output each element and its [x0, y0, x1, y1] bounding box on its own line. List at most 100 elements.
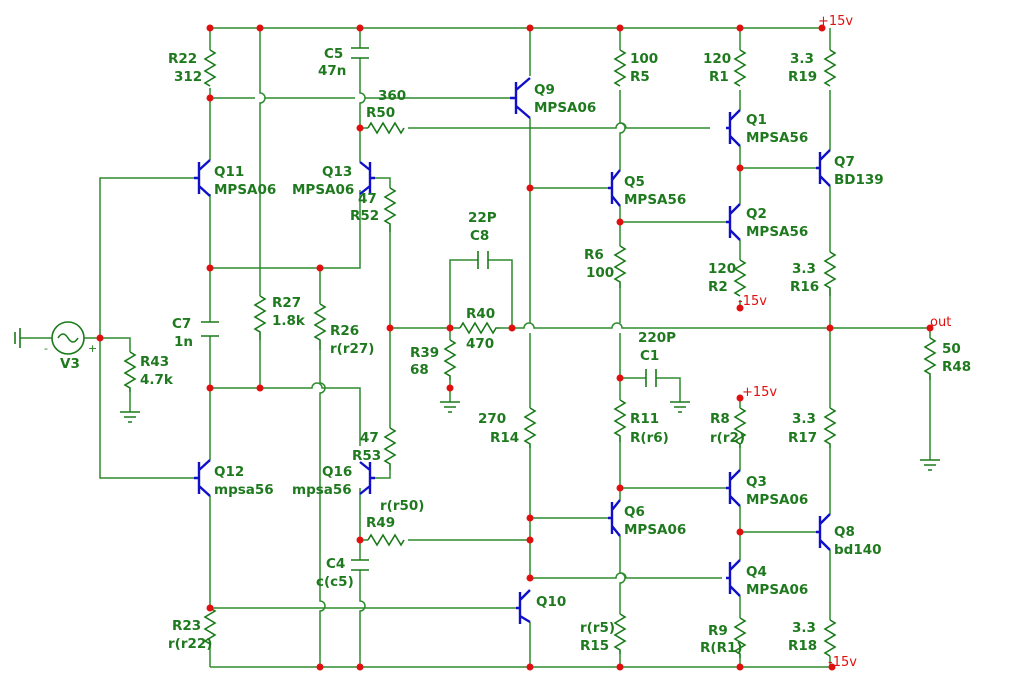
r9-ref: R9 — [708, 623, 728, 639]
v3-ref: V3 — [60, 356, 80, 372]
q6-ref: Q6 — [624, 504, 645, 520]
transistor-q16 — [359, 461, 375, 495]
r22-ref: R22 — [168, 51, 197, 67]
r27-value: 1.8k — [272, 313, 306, 329]
source-minus: - — [44, 342, 48, 355]
c7-value: 1n — [174, 334, 193, 350]
r40-ref: R40 — [466, 306, 495, 322]
q6-part: MPSA06 — [624, 522, 686, 538]
c4-value: c(c5) — [316, 574, 354, 590]
resistor-r48 — [923, 337, 937, 380]
c8-value: 22P — [468, 210, 497, 226]
q11-part: MPSA06 — [214, 182, 276, 198]
output-label: out — [930, 315, 951, 330]
resistor-r6 — [613, 245, 627, 288]
transistor-q6 — [608, 499, 621, 537]
r8-ref: R8 — [710, 411, 730, 427]
ground-symbol — [920, 459, 940, 471]
r18-ref: R18 — [788, 638, 817, 654]
r15-value: r(r5) — [580, 620, 615, 636]
transistor-q8 — [816, 513, 831, 551]
resistor-r1 — [733, 49, 747, 87]
q1-ref: Q1 — [746, 112, 767, 128]
r1-value: 120 — [703, 51, 731, 67]
r50-ref: R50 — [366, 105, 395, 121]
resistor-r50 — [367, 121, 405, 135]
r16-value: 3.3 — [792, 261, 816, 277]
capacitor-c7 — [201, 321, 219, 337]
resistor-r14 — [523, 407, 537, 448]
c4-ref: C4 — [326, 556, 345, 572]
resistor-r39 — [443, 339, 457, 380]
junction-dots — [96, 24, 934, 671]
transistors — [194, 77, 831, 624]
transistor-q12 — [194, 459, 211, 497]
q13-ref: Q13 — [322, 164, 352, 180]
resistor-r52 — [383, 187, 397, 232]
resistor-r17 — [823, 407, 837, 448]
resistor-r27 — [253, 295, 267, 340]
transistor-q2 — [726, 203, 741, 241]
r14-value: 270 — [478, 411, 506, 427]
component-labels: R22 312 100 R5 120 R1 3.3 R19 360 R50 47… — [60, 46, 971, 656]
transistor-q9 — [510, 77, 531, 119]
q13-part: MPSA06 — [292, 182, 354, 198]
rail-label-pos-top: +15v — [818, 14, 853, 29]
q16-ref: Q16 — [322, 464, 352, 480]
capacitors — [201, 47, 657, 571]
resistor-r43 — [123, 351, 137, 392]
r5-value: 100 — [630, 51, 658, 67]
r23-value: r(r22) — [168, 636, 212, 652]
q5-part: MPSA56 — [624, 192, 686, 208]
r2-value: 120 — [708, 261, 736, 277]
r19-ref: R19 — [788, 69, 817, 85]
r2-ref: R2 — [708, 279, 728, 295]
resistor-r18 — [823, 619, 837, 657]
q8-ref: Q8 — [834, 524, 855, 540]
r19-value: 3.3 — [790, 51, 814, 67]
r43-value: 4.7k — [140, 372, 174, 388]
r52-value: 47 — [358, 191, 377, 207]
c5-ref: C5 — [324, 46, 343, 62]
r17-ref: R17 — [788, 430, 817, 446]
r6-value: 100 — [586, 265, 614, 281]
q2-ref: Q2 — [746, 206, 767, 222]
r9-value: R(R1) — [700, 640, 743, 656]
r39-value: 68 — [410, 362, 429, 378]
r26-ref: R26 — [330, 323, 359, 339]
c1-ref: C1 — [640, 348, 659, 364]
q4-part: MPSA06 — [746, 582, 808, 598]
resistor-r2 — [733, 259, 747, 297]
q12-ref: Q12 — [214, 464, 244, 480]
resistor-r16 — [823, 251, 837, 296]
q7-ref: Q7 — [834, 154, 855, 170]
ground-symbol — [440, 401, 460, 413]
r18-value: 3.3 — [792, 620, 816, 636]
resistor-r22 — [203, 49, 217, 87]
c1-value: 220P — [638, 330, 676, 346]
q4-ref: Q4 — [746, 564, 767, 580]
wires — [20, 27, 931, 668]
capacitor-c1 — [645, 369, 657, 387]
r52-ref: R52 — [350, 208, 379, 224]
r48-value: 50 — [942, 341, 961, 357]
r8-value: r(r2) — [710, 430, 745, 446]
q3-ref: Q3 — [746, 474, 767, 490]
q9-ref: Q9 — [534, 82, 555, 98]
transistor-q3 — [726, 469, 741, 507]
transistor-q5 — [608, 169, 621, 207]
r23-ref: R23 — [172, 618, 201, 634]
r50-value: 360 — [378, 88, 406, 104]
transistor-q1 — [726, 109, 741, 147]
ac-source-v3: - + — [44, 321, 97, 355]
r53-value: 47 — [360, 430, 379, 446]
r11-ref: R11 — [630, 411, 659, 427]
r14-ref: R14 — [490, 430, 519, 446]
q16-part: mpsa56 — [292, 482, 352, 498]
grounds — [14, 328, 940, 471]
r6-ref: R6 — [584, 247, 604, 263]
resistor-r23 — [203, 607, 217, 648]
r26-value: r(r27) — [330, 341, 374, 357]
rail-label-neg-bottom: -15v — [828, 655, 857, 670]
q5-ref: Q5 — [624, 174, 645, 190]
